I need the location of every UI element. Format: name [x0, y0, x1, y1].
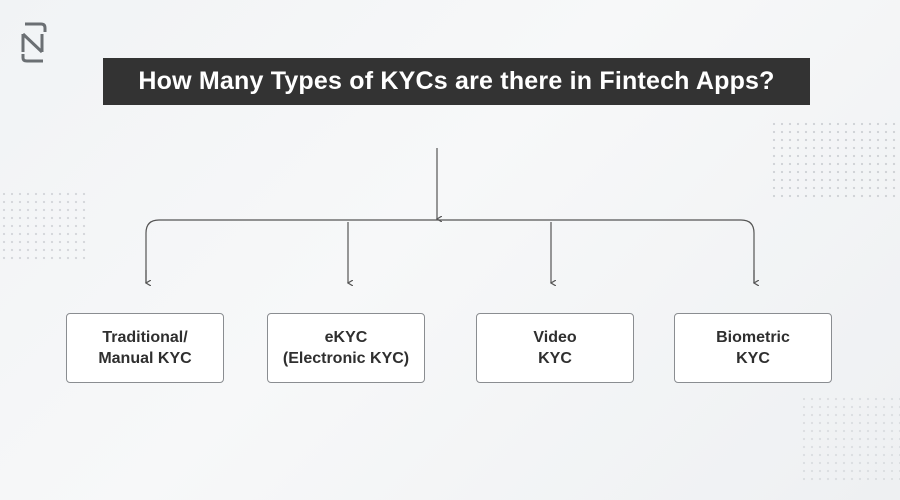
- node-label-line2: KYC: [736, 350, 770, 367]
- decorative-dot-pattern: [0, 190, 90, 260]
- node-label-line1: Biometric: [716, 329, 790, 346]
- node-label-line1: eKYC: [324, 329, 368, 346]
- node-label-line1: Traditional/: [102, 329, 188, 346]
- brand-logo-icon: [21, 22, 47, 63]
- diagram-title: How Many Types of KYCs are there in Fint…: [103, 58, 810, 105]
- kyc-type-video: Video KYC: [476, 313, 634, 383]
- kyc-type-traditional: Traditional/ Manual KYC: [66, 313, 224, 383]
- decorative-dot-pattern: [770, 120, 900, 200]
- kyc-type-ekyc: eKYC (Electronic KYC): [267, 313, 425, 383]
- kyc-type-biometric: Biometric KYC: [674, 313, 832, 383]
- branch-bar: [145, 219, 755, 283]
- node-label-line1: Video: [533, 329, 577, 346]
- decorative-dot-pattern: [800, 395, 900, 485]
- node-label-line2: Manual KYC: [98, 350, 192, 367]
- node-label-line2: KYC: [538, 350, 572, 367]
- node-label-line2: (Electronic KYC): [282, 350, 410, 367]
